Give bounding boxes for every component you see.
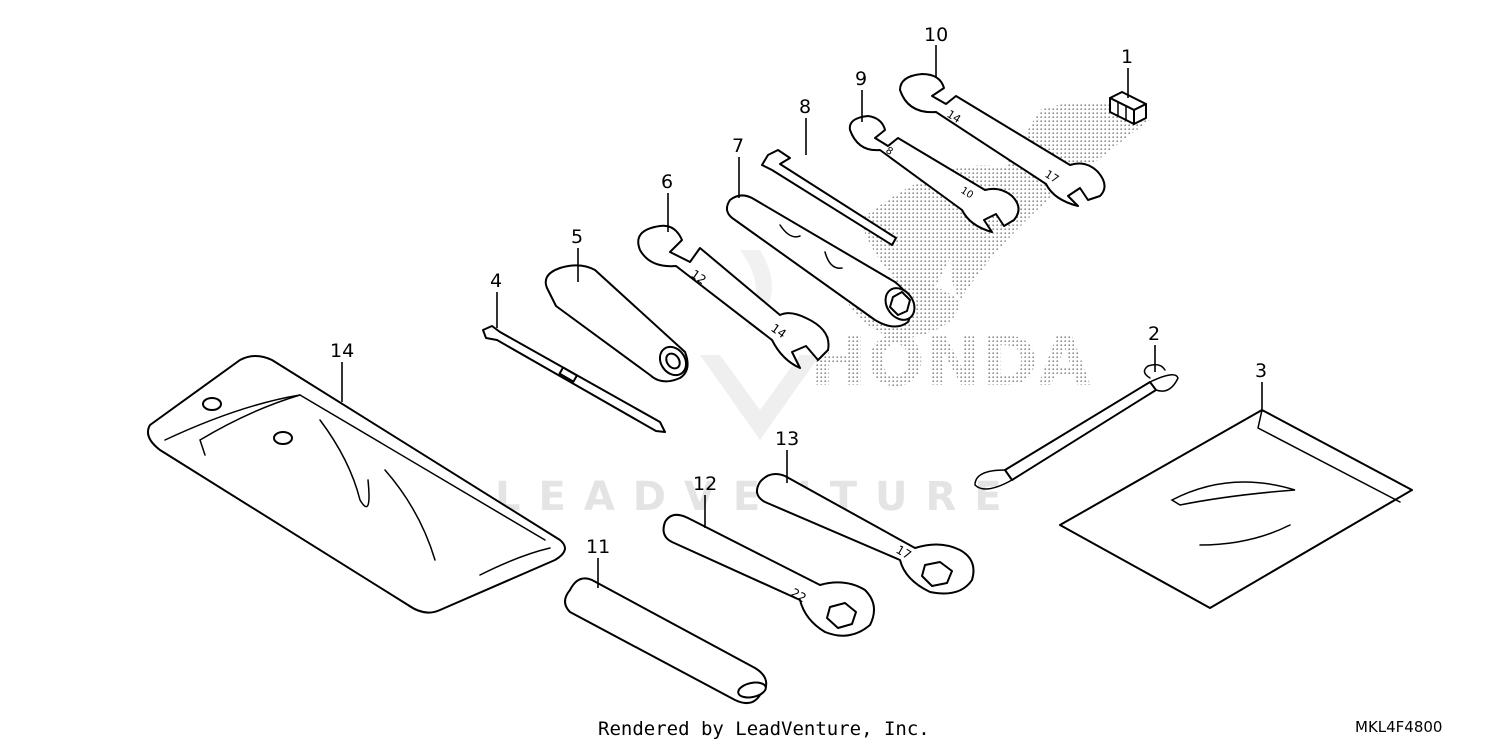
leader-lines xyxy=(341,45,1263,588)
wrench-part-6[interactable]: 12 14 xyxy=(637,224,830,369)
wrench-part-13[interactable]: 17 xyxy=(755,473,975,595)
callout-1: 1 xyxy=(1121,46,1133,68)
strap-part-2[interactable] xyxy=(974,363,1179,490)
wrench-part-12[interactable]: 22 xyxy=(662,513,875,637)
callout-labels: 1 2 3 4 5 6 7 8 9 10 11 12 13 14 xyxy=(330,24,1267,558)
honda-logo-text: HONDA xyxy=(810,323,1091,402)
callout-6: 6 xyxy=(661,171,673,193)
callout-11: 11 xyxy=(586,536,610,558)
screwdriver-shaft-part-4[interactable] xyxy=(482,325,666,433)
wrench-13-size-mark: 17 xyxy=(894,542,914,562)
wrench-part-9[interactable]: 8 10 xyxy=(848,115,1020,233)
callout-3: 3 xyxy=(1255,360,1267,382)
wrench-10-size-mark-b: 17 xyxy=(1042,168,1061,186)
callout-14: 14 xyxy=(330,340,354,362)
clip-part-1[interactable] xyxy=(1109,91,1147,125)
callout-8: 8 xyxy=(799,96,811,118)
plug-socket-part-7[interactable] xyxy=(725,194,920,328)
callout-4: 4 xyxy=(490,270,502,292)
handle-part-11[interactable] xyxy=(564,577,768,705)
callout-2: 2 xyxy=(1148,323,1160,345)
callout-10: 10 xyxy=(924,24,948,46)
footer-credit: Rendered by LeadVenture, Inc. xyxy=(598,718,930,740)
callout-13: 13 xyxy=(775,428,799,450)
diagram-code: MKL4F4800 xyxy=(1355,718,1443,736)
screwdriver-handle-part-5[interactable] xyxy=(544,264,692,383)
wrench-part-10[interactable]: 14 17 xyxy=(899,73,1106,207)
manual-sheet-part-3[interactable] xyxy=(1059,409,1413,609)
watermark-text: LEADVENTURE xyxy=(495,474,1020,520)
wrench-10-size-mark-a: 14 xyxy=(944,108,963,126)
wrench-12-size-mark: 22 xyxy=(789,585,809,605)
hex-key-part-8[interactable] xyxy=(761,149,897,246)
callout-9: 9 xyxy=(855,68,867,90)
callout-5: 5 xyxy=(571,226,583,248)
tool-bag-part-14[interactable] xyxy=(147,355,566,614)
callout-12: 12 xyxy=(693,473,717,495)
honda-wing-logo: HONDA xyxy=(810,102,1150,402)
wrench-9-size-mark-a: 8 xyxy=(883,145,894,158)
callout-7: 7 xyxy=(732,135,744,157)
